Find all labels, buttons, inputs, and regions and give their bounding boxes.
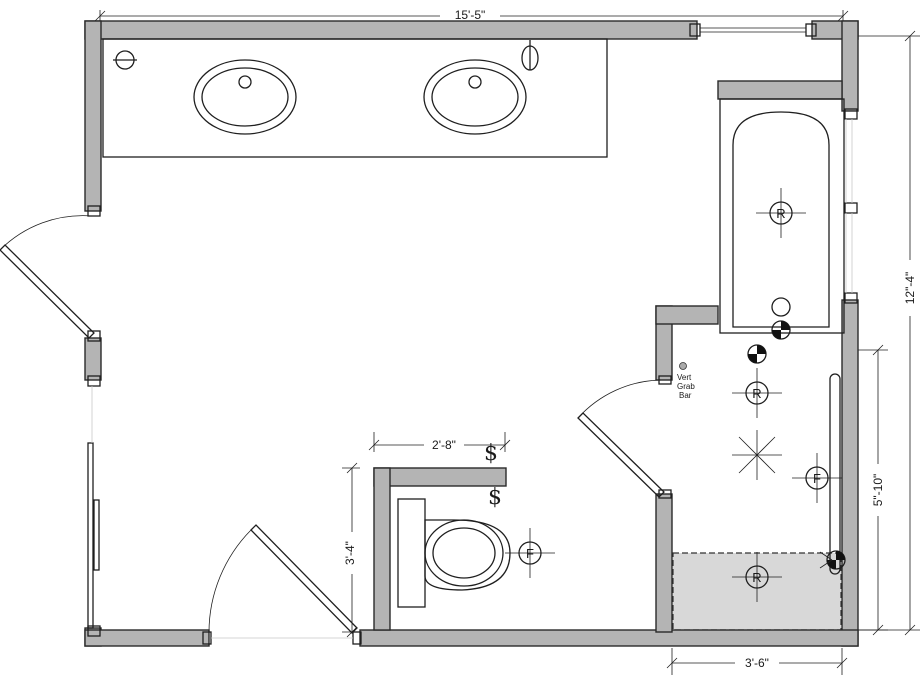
right-sink: [423, 59, 527, 135]
svg-text:R: R: [752, 386, 761, 401]
overall-height-label: 12"-4": [903, 272, 917, 305]
dimension-overall-height: 12"-4": [855, 30, 920, 636]
shower-width-label: 3'-6": [745, 656, 769, 670]
svg-text:Bar: Bar: [679, 391, 692, 400]
hand-shower-valve-icon: [819, 550, 846, 570]
exhaust-fan-toilet: F: [505, 528, 555, 578]
dimension-overall-width: 15'-5": [94, 8, 849, 25]
dimension-shower-width: 3'-6": [666, 648, 848, 675]
svg-text:Grab: Grab: [677, 382, 695, 391]
dimension-water-closet-depth: 3'-4": [342, 462, 360, 638]
shower-depth-label: 5"-10": [871, 474, 885, 507]
towel-ring-icon: [113, 50, 137, 70]
walls: [84, 20, 859, 647]
grab-bar-note: Vert Grab Bar: [677, 362, 695, 400]
svg-text:R: R: [776, 206, 785, 221]
bathtub: [719, 98, 845, 334]
recessed-light-shower-top: R: [732, 368, 782, 418]
switch-symbol-lower: $: [488, 485, 502, 510]
exhaust-fan-shower: F: [792, 453, 842, 503]
left-sink: [193, 59, 297, 135]
svg-text:F: F: [813, 471, 821, 486]
rain-shower-head-icon: [732, 430, 782, 480]
bottom-door: [208, 524, 358, 639]
vanity-counter: [102, 38, 608, 158]
tub-valve-icon: [771, 320, 791, 340]
dimension-water-closet-width: 2'-8": [368, 432, 511, 452]
left-door: [0, 215, 95, 339]
top-window: [700, 27, 806, 33]
overall-width-label: 15'-5": [455, 8, 486, 22]
water-closet-depth-label: 3'-4": [343, 541, 357, 565]
left-window: [87, 386, 100, 629]
svg-text:R: R: [752, 570, 761, 585]
vertical-grab-bar: [829, 373, 841, 575]
recessed-light-shower-bench: R: [732, 552, 782, 602]
dimension-shower-depth: 5"-10": [850, 344, 888, 636]
wall-end-caps: [87, 23, 858, 645]
svg-text:F: F: [526, 546, 534, 561]
toilet: [397, 498, 511, 608]
water-closet-width-label: 2'-8": [432, 438, 456, 452]
switch-symbol-upper: $: [484, 441, 498, 466]
shower-valve-top-icon: [747, 344, 767, 364]
shower-door: [577, 379, 665, 498]
right-window: [845, 119, 853, 293]
recessed-light-tub: R: [756, 188, 806, 238]
svg-text:Vert: Vert: [677, 373, 692, 382]
paper-holder-icon: [521, 40, 539, 71]
